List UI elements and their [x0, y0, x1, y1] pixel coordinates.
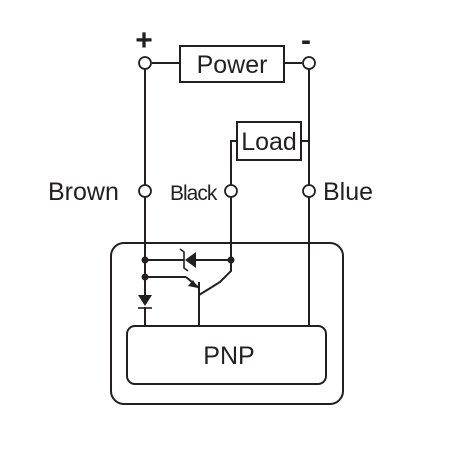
terminal-blue: [302, 184, 316, 198]
terminal-minus: [302, 56, 316, 70]
minus-label: -: [301, 24, 311, 57]
internal-circuit: [138, 248, 235, 326]
transistor-collector: [198, 286, 213, 296]
brown-label: Brown: [48, 178, 119, 206]
diode-icon: [138, 295, 152, 306]
load-wire-left: [230, 140, 237, 185]
load: Load: [230, 121, 309, 185]
blue-label: Blue: [323, 178, 373, 206]
pnp-transistor-icon: [185, 260, 232, 326]
plus-label: +: [135, 24, 153, 57]
zener-diode-icon: [185, 252, 196, 268]
pnp-block: [126, 325, 327, 385]
terminal-plus: [138, 56, 152, 70]
zener-bar: [179, 248, 189, 272]
power-box: [179, 45, 285, 83]
load-label: Load: [241, 128, 297, 156]
terminal-black: [224, 184, 238, 198]
collector-wire: [211, 260, 232, 288]
emitter-arrow: [188, 280, 198, 288]
pnp-label: PNP: [203, 342, 254, 370]
power-supply: Power: [138, 45, 316, 83]
black-label: Black: [170, 182, 218, 205]
power-label: Power: [197, 51, 268, 79]
terminal-brown: [138, 184, 152, 198]
sensor-housing: [110, 242, 344, 405]
